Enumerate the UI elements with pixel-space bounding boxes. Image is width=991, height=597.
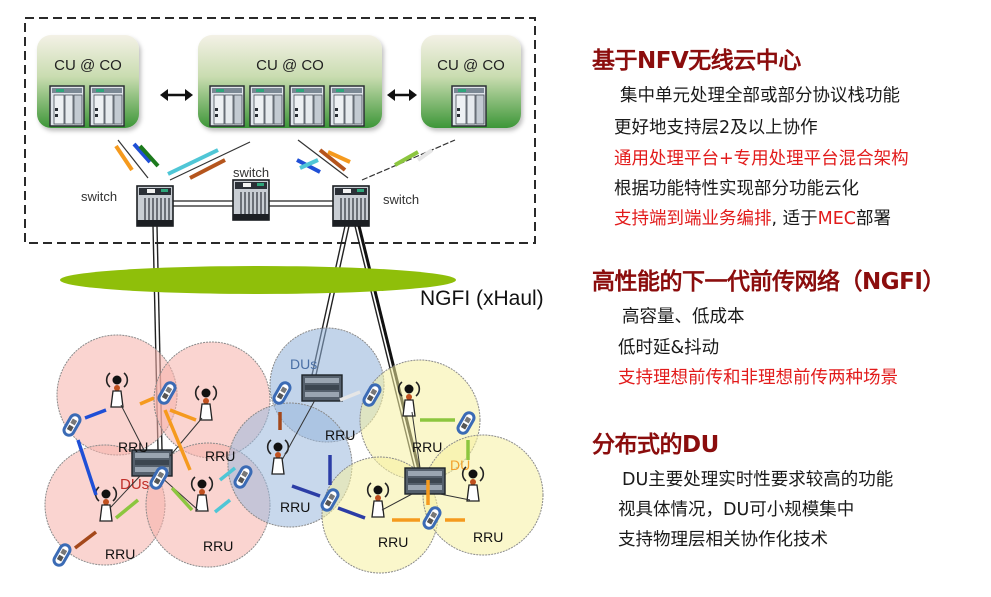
switch-label: switch — [383, 192, 419, 207]
section-line-part: , 适于 — [771, 209, 818, 229]
rru-label: RRU — [378, 534, 408, 550]
rru-label: RRU — [473, 529, 503, 545]
server-icon — [289, 85, 325, 127]
section-line: 支持物理层相关协作化技术 — [618, 530, 828, 550]
section-line-part: 支持端到端业务编排 — [614, 209, 772, 229]
bidirectional-arrow-icon — [387, 89, 417, 101]
cu-node-2: CU @ CO — [198, 35, 382, 128]
switch-label: switch — [81, 189, 117, 204]
section-line: 视具体情况，DU可小规模集中 — [618, 500, 855, 520]
phone-icon — [50, 541, 74, 569]
cu-region-boundary — [24, 17, 536, 244]
rru-label: RRU — [325, 427, 355, 443]
section-line: 集中单元处理全部或部分协议栈功能 — [620, 86, 900, 106]
du-rack-icon — [301, 374, 343, 402]
rru-label: RRU — [105, 546, 135, 562]
section-title-ngfi: 高性能的下一代前传网络（NGFI） — [592, 269, 945, 295]
switch-label: switch — [233, 165, 269, 180]
section-title-nfv-cloud: 基于NFV无线云中心 — [592, 48, 801, 74]
section-line-highlight: 通用处理平台+专用处理平台混合架构 — [614, 149, 909, 169]
radio-link-arrows — [73, 390, 470, 550]
section-line: DU主要处理实时性要求较高的功能 — [622, 470, 894, 490]
du-label: DU — [450, 457, 470, 473]
cu-node-label: CU @ CO — [256, 57, 324, 74]
section-line: 根据功能特性实现部分功能云化 — [614, 179, 859, 199]
rru-labels: RRU RRU RRU RRU RRU RRU RRU RRU RRU — [105, 427, 503, 562]
traffic-arrows-top — [114, 142, 434, 180]
feature-panel: 基于NFV无线云中心 集中单元处理全部或部分协议栈功能 更好地支持层2及以上协作… — [592, 0, 991, 597]
server-icon — [329, 85, 365, 127]
server-icon — [209, 85, 245, 127]
section-line-mixed: 支持端到端业务编排, 适于MEC部署 — [614, 205, 891, 230]
section-line: 更好地支持层2及以上协作 — [614, 118, 818, 138]
du-rack-icon — [404, 467, 446, 495]
switch-icon — [232, 179, 270, 221]
cu-node-label: CU @ CO — [54, 57, 122, 74]
server-icon — [451, 85, 487, 127]
section-line-part: 部署 — [856, 209, 892, 229]
section-line-highlight: 支持理想前传和非理想前传两种场景 — [618, 368, 898, 388]
rru-label: RRU — [412, 439, 442, 455]
server-icon — [249, 85, 285, 127]
du-label: DUs — [120, 476, 149, 493]
switch-icon — [332, 185, 370, 227]
ngfi-band — [60, 266, 456, 294]
rru-label: RRU — [203, 538, 233, 554]
section-title-distributed-du: 分布式的DU — [592, 432, 719, 458]
rru-label: RRU — [205, 448, 235, 464]
ngfi-label: NGFI (xHaul) — [420, 287, 544, 310]
switch-icon — [136, 185, 174, 227]
server-icon — [89, 85, 125, 127]
server-icon — [49, 85, 85, 127]
rru-label: RRU — [118, 439, 148, 455]
cu-node-label: CU @ CO — [437, 57, 505, 74]
cu-node-1: CU @ CO — [37, 35, 139, 128]
rru-label: RRU — [280, 499, 310, 515]
section-line-part: MEC — [817, 209, 857, 229]
section-line: 高容量、低成本 — [622, 307, 745, 327]
section-line: 低时延&抖动 — [618, 338, 720, 358]
bidirectional-arrow-icon — [160, 89, 193, 101]
cu-node-3: CU @ CO — [421, 35, 521, 128]
du-label: DUs — [290, 356, 317, 372]
